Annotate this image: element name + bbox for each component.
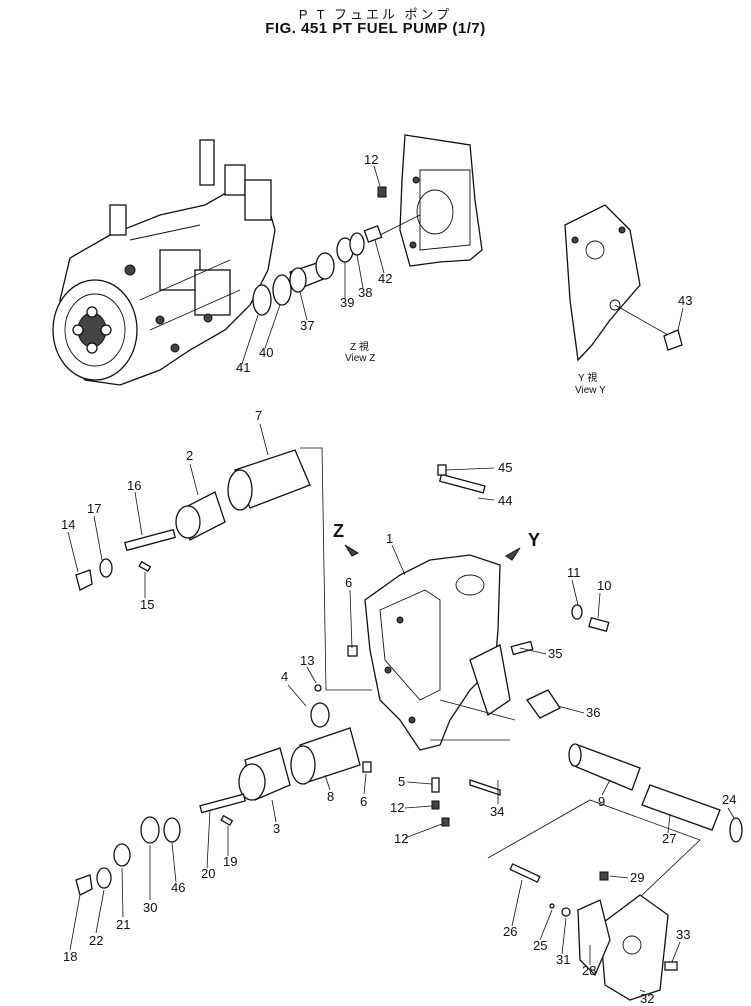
part-label-2: 2 bbox=[186, 448, 193, 463]
view-z-caption-jp: Z 視 bbox=[350, 340, 369, 353]
part-label-34: 34 bbox=[490, 804, 504, 819]
part-label-44: 44 bbox=[498, 493, 512, 508]
part-label-8: 8 bbox=[327, 789, 334, 804]
part-label-45: 45 bbox=[498, 460, 512, 475]
part-label-33: 33 bbox=[676, 927, 690, 942]
part-label-15: 15 bbox=[140, 597, 154, 612]
part-label-29: 29 bbox=[630, 870, 644, 885]
part-label-11: 11 bbox=[567, 565, 581, 580]
top-row-parts bbox=[252, 186, 683, 351]
part-label-31: 31 bbox=[556, 952, 570, 967]
part-label-1: 1 bbox=[386, 531, 393, 546]
part-label-12c: 12 bbox=[394, 831, 408, 846]
part-label-43: 43 bbox=[678, 293, 692, 308]
svg-text:Z: Z bbox=[333, 521, 344, 541]
part-label-4: 4 bbox=[281, 669, 288, 684]
part-label-10: 10 bbox=[597, 578, 611, 593]
part-label-14: 14 bbox=[61, 517, 75, 532]
part-label-18: 18 bbox=[63, 949, 77, 964]
view-z-arrow: Z bbox=[333, 521, 360, 557]
part-label-20: 20 bbox=[201, 866, 215, 881]
part-label-40: 40 bbox=[259, 345, 273, 360]
part-label-37: 37 bbox=[300, 318, 314, 333]
part-label-41: 41 bbox=[236, 360, 250, 375]
view-z-housing-illustration bbox=[399, 134, 483, 267]
part-label-16: 16 bbox=[127, 478, 141, 493]
part-label-22: 22 bbox=[89, 933, 103, 948]
part-label-12b: 12 bbox=[390, 800, 404, 815]
figure-title-japanese: P T フュエル ポンプ bbox=[298, 7, 453, 22]
part-label-38: 38 bbox=[358, 285, 372, 300]
part-label-36: 36 bbox=[586, 705, 600, 720]
part-label-19: 19 bbox=[223, 854, 237, 869]
left-lower-parts bbox=[75, 645, 450, 896]
leader-lines bbox=[67, 165, 735, 993]
part-label-46: 46 bbox=[171, 880, 185, 895]
part-number-labels: 12 41 40 37 39 38 42 43 7 2 16 17 14 15 … bbox=[61, 152, 736, 1006]
part-label-30: 30 bbox=[143, 900, 157, 915]
part-label-28: 28 bbox=[582, 963, 596, 978]
part-label-6b: 6 bbox=[360, 794, 367, 809]
pump-assembly-illustration bbox=[52, 139, 276, 386]
right-parts bbox=[430, 464, 743, 936]
part-label-21: 21 bbox=[116, 917, 130, 932]
view-y-arrow: Y bbox=[505, 530, 540, 561]
part-label-9: 9 bbox=[598, 794, 605, 809]
part-label-25: 25 bbox=[533, 938, 547, 953]
figure-title: FIG. 451 PT FUEL PUMP (1/7) bbox=[265, 20, 486, 37]
part-label-3: 3 bbox=[273, 821, 280, 836]
part-label-13: 13 bbox=[300, 653, 314, 668]
bottom-right-parts bbox=[509, 863, 678, 1001]
part-label-6a: 6 bbox=[345, 575, 352, 590]
view-y-caption-jp: Y 視 bbox=[578, 371, 597, 384]
view-y-caption: View Y bbox=[575, 385, 606, 396]
part-label-42: 42 bbox=[378, 271, 392, 286]
part-label-39: 39 bbox=[340, 295, 354, 310]
part-label-26: 26 bbox=[503, 924, 517, 939]
part-label-12a: 12 bbox=[364, 152, 378, 167]
view-y-plate-illustration bbox=[564, 204, 669, 362]
view-z-caption: View Z bbox=[345, 353, 375, 364]
part-label-35: 35 bbox=[548, 646, 562, 661]
svg-text:Y: Y bbox=[528, 530, 540, 550]
part-label-17: 17 bbox=[87, 501, 101, 516]
left-upper-parts bbox=[75, 447, 372, 691]
part-label-32: 32 bbox=[640, 991, 654, 1006]
part-label-5: 5 bbox=[398, 774, 405, 789]
part-label-27: 27 bbox=[662, 831, 676, 846]
part-label-24: 24 bbox=[722, 792, 736, 807]
part-label-7: 7 bbox=[255, 408, 262, 423]
main-housing-1 bbox=[364, 554, 511, 751]
